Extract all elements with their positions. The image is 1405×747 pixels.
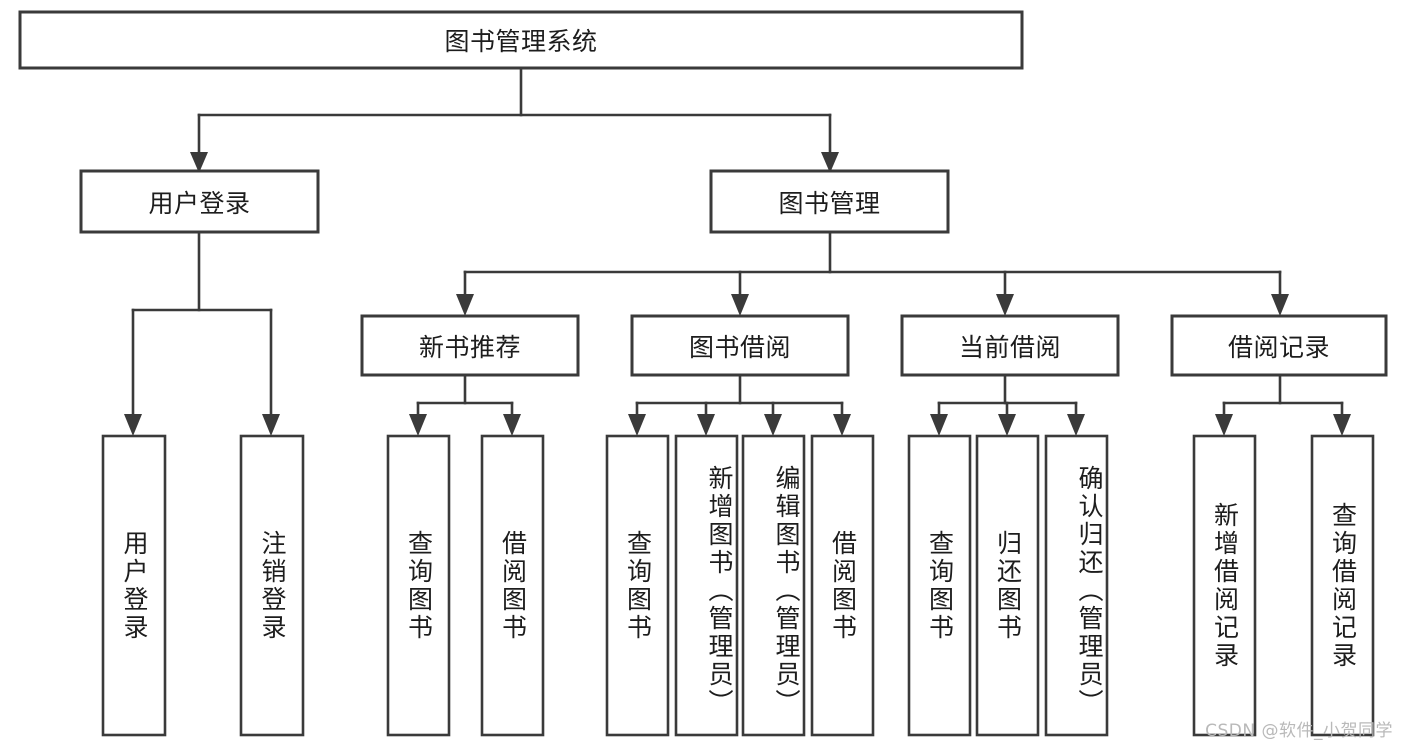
node-book-borrow[interactable] [630, 314, 850, 377]
leaf-query-borrow-record[interactable] [1310, 434, 1375, 737]
node-root[interactable] [18, 10, 1024, 70]
node-borrow-record[interactable] [1170, 314, 1388, 377]
connector-borrow-record-to-leaves [1215, 373, 1351, 436]
leaf-borrow-book-b[interactable] [810, 434, 875, 737]
leaf-query-book-a[interactable] [386, 434, 451, 737]
csdn-watermark: CSDN @软件_小贺同学 [1205, 721, 1393, 741]
leaf-add-book-admin[interactable] [674, 434, 739, 737]
leaf-user-login[interactable] [101, 434, 167, 737]
leaf-confirm-return-admin[interactable] [1044, 434, 1109, 737]
connector-user-login-to-leaves [124, 230, 280, 436]
connector-new-book-rec-to-leaves [409, 373, 521, 436]
node-user-login[interactable] [79, 169, 320, 234]
connector-root-to-level2 [190, 66, 839, 173]
node-new-book-recommend[interactable] [360, 314, 580, 377]
node-current-borrow[interactable] [900, 314, 1120, 377]
connector-book-borrow-to-leaves [628, 373, 851, 436]
leaf-query-book-c[interactable] [907, 434, 972, 737]
node-book-manage[interactable] [709, 169, 950, 234]
connector-book-manage-to-level3 [456, 230, 1289, 316]
connector-current-borrow-to-leaves [930, 373, 1085, 436]
leaf-return-book[interactable] [975, 434, 1040, 737]
leaf-logout[interactable] [239, 434, 305, 737]
leaf-query-book-b[interactable] [605, 434, 670, 737]
leaf-edit-book-admin[interactable] [741, 434, 806, 737]
leaf-borrow-book-a[interactable] [480, 434, 545, 737]
leaf-add-borrow-record[interactable] [1192, 434, 1257, 737]
